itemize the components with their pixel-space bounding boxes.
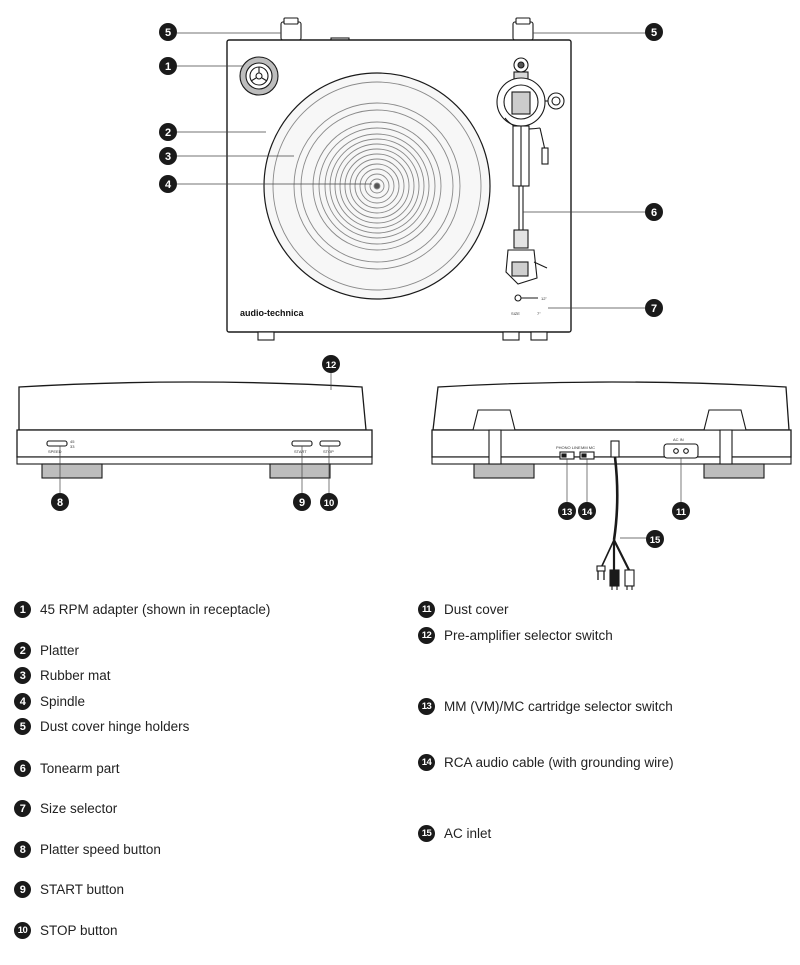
legend-label: START button	[40, 882, 125, 897]
number-badge: 15	[418, 825, 435, 842]
number-badge: 10	[14, 922, 31, 939]
svg-text:6: 6	[651, 207, 657, 219]
legend-item: 7 Size selector	[14, 800, 117, 817]
callout-8: 8	[51, 493, 69, 511]
legend-item: 1 45 RPM adapter (shown in receptacle)	[14, 601, 270, 618]
svg-text:10: 10	[324, 498, 335, 509]
legend-label: Rubber mat	[40, 668, 111, 683]
callout-12: 13	[558, 502, 576, 520]
svg-text:14: 14	[582, 507, 593, 518]
turntable-diagram: 12" SIZE 7" audio-technica 45 33 SPEED S…	[16, 17, 792, 590]
callout-10: 10	[320, 493, 338, 511]
svg-text:STOP: STOP	[323, 449, 334, 454]
legend-item: 5 Dust cover hinge holders	[14, 718, 189, 735]
number-badge: 4	[14, 693, 31, 710]
callout-1: 1	[159, 57, 177, 75]
callout-4: 4	[159, 175, 177, 193]
callout-5-left: 5	[159, 23, 177, 41]
legend-label: MM (VM)/MC cartridge selector switch	[444, 699, 673, 714]
svg-text:9: 9	[299, 497, 305, 509]
svg-text:4: 4	[165, 179, 172, 191]
legend-item: 8 Platter speed button	[14, 841, 161, 858]
number-badge: 2	[14, 642, 31, 659]
legend-label: Dust cover hinge holders	[40, 719, 190, 734]
number-badge: 11	[418, 601, 435, 618]
callout-6: 6	[645, 203, 663, 221]
callout-2: 2	[159, 123, 177, 141]
tonearm	[496, 57, 565, 285]
legend-label: Tonearm part	[40, 761, 120, 776]
legend-label: Platter speed button	[40, 842, 161, 857]
callout-9: 9	[293, 493, 311, 511]
callouts: 5 5 1 2 3 4 6 7 12 8 9 10 13 14 15 11	[51, 23, 690, 548]
svg-text:5: 5	[165, 27, 171, 39]
platter-mat	[263, 72, 491, 300]
svg-text:SPEED: SPEED	[48, 449, 62, 454]
callout-7: 7	[645, 299, 663, 317]
number-badge: 8	[14, 841, 31, 858]
svg-text:5: 5	[651, 27, 657, 39]
svg-text:SIZE: SIZE	[511, 311, 520, 316]
legend-item: 4 Spindle	[14, 693, 85, 710]
number-badge: 7	[14, 800, 31, 817]
svg-text:MM MC: MM MC	[581, 445, 595, 450]
number-badge: 5	[14, 718, 31, 735]
brand-logo: audio-technica	[240, 308, 305, 318]
legend-label: Platter	[40, 643, 80, 658]
legend-label: Spindle	[40, 694, 86, 709]
turntable-rear-view: PHONO LINE MM MC AC IN	[431, 381, 792, 590]
legend-label: 45 RPM adapter (shown in receptacle)	[40, 602, 271, 617]
svg-text:45: 45	[70, 439, 75, 444]
number-badge: 3	[14, 667, 31, 684]
svg-text:PHONO LINE: PHONO LINE	[556, 445, 581, 450]
turntable-front-view: 45 33 SPEED START STOP	[16, 381, 373, 479]
legend-item: 15 AC inlet	[418, 825, 491, 842]
legend-item: 2 Platter	[14, 642, 79, 659]
svg-text:1: 1	[165, 61, 171, 73]
callout-3: 3	[159, 147, 177, 165]
number-badge: 12	[418, 627, 435, 644]
svg-text:13: 13	[562, 507, 573, 518]
svg-text:7": 7"	[537, 311, 541, 316]
number-badge: 14	[418, 754, 435, 771]
svg-text:8: 8	[57, 497, 63, 509]
legend-item: 9 START button	[14, 881, 124, 898]
svg-text:12: 12	[326, 360, 337, 371]
svg-text:12": 12"	[541, 296, 547, 301]
legend-label: AC inlet	[444, 826, 492, 841]
number-badge: 1	[14, 601, 31, 618]
legend-label: Size selector	[40, 801, 118, 816]
legend-label: RCA audio cable (with grounding wire)	[444, 755, 674, 770]
leader-lines	[59, 32, 682, 539]
callout-15: 11	[672, 502, 690, 520]
turntable-top-view: 12" SIZE 7" audio-technica	[226, 17, 572, 341]
callout-5-right: 5	[645, 23, 663, 41]
legend-item: 14 RCA audio cable (with grounding wire)	[418, 754, 674, 771]
svg-text:11: 11	[676, 507, 687, 518]
callout-14: 15	[646, 530, 664, 548]
legend-label: Dust cover	[444, 602, 509, 617]
svg-text:7: 7	[651, 303, 657, 315]
svg-text:3: 3	[165, 151, 171, 163]
legend-item: 13 MM (VM)/MC cartridge selector switch	[418, 698, 673, 715]
size-selector: 12" SIZE 7"	[511, 294, 547, 316]
svg-text:START: START	[294, 449, 307, 454]
callout-13: 14	[578, 502, 596, 520]
legend-label: Pre-amplifier selector switch	[444, 628, 613, 643]
svg-text:2: 2	[165, 127, 171, 139]
number-badge: 9	[14, 881, 31, 898]
legend-item: 3 Rubber mat	[14, 667, 111, 684]
callout-11: 12	[322, 355, 340, 373]
rpm-adapter-receptacle	[239, 56, 279, 96]
svg-text:33: 33	[70, 444, 75, 449]
legend-item: 11 Dust cover	[418, 601, 509, 618]
legend-item: 10 STOP button	[14, 922, 118, 939]
legend-item: 12 Pre-amplifier selector switch	[418, 627, 613, 644]
number-badge: 13	[418, 698, 435, 715]
svg-text:AC IN: AC IN	[673, 437, 684, 442]
legend-label: STOP button	[40, 923, 118, 938]
number-badge: 6	[14, 760, 31, 777]
legend-item: 6 Tonearm part	[14, 760, 120, 777]
svg-text:15: 15	[650, 535, 661, 546]
